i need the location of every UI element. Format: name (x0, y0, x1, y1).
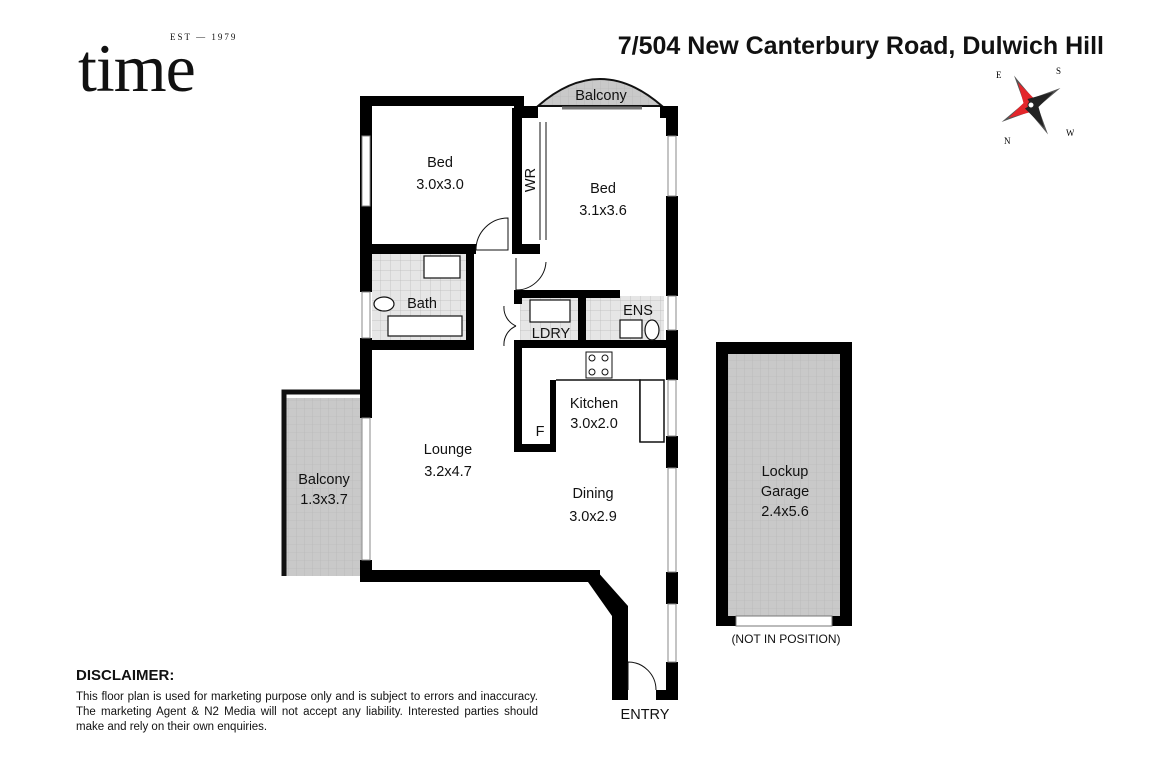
room-garage-line1: Lockup (762, 464, 809, 480)
room-balcony-top-name: Balcony (575, 88, 627, 104)
disclaimer-text: This floor plan is used for marketing pu… (76, 691, 538, 734)
room-garage-line2: Garage (761, 484, 809, 500)
room-balcony-side-name: Balcony (298, 472, 350, 488)
compass-s: S (1056, 66, 1061, 76)
room-wr-name: WR (523, 168, 539, 192)
room-fridge-name: F (536, 424, 545, 440)
room-bath-name: Bath (407, 296, 437, 312)
room-ldry-name: LDRY (532, 326, 571, 342)
compass-n: N (1004, 136, 1011, 146)
logo-wordmark: time (78, 30, 196, 106)
garage-area (716, 342, 852, 627)
entry-label: ENTRY (621, 707, 670, 723)
brand-logo: EST — 1979 time (78, 32, 238, 102)
room-garage-size: 2.4x5.6 (761, 504, 809, 520)
property-address: 7/504 New Canterbury Road, Dulwich Hill (617, 32, 1104, 60)
room-lounge-name: Lounge (424, 442, 472, 458)
compass-icon: S E W N (996, 66, 1074, 146)
room-dining-name: Dining (572, 486, 613, 502)
room-bed2-size: 3.1x3.6 (579, 203, 627, 219)
room-dining-size: 3.0x2.9 (569, 509, 617, 525)
disclaimer-title: DISCLAIMER: (76, 667, 175, 684)
compass-e: E (996, 70, 1002, 80)
garage-note: (NOT IN POSITION) (731, 632, 840, 646)
room-ens-name: ENS (623, 303, 653, 319)
balcony-top-area (535, 78, 665, 107)
room-bed1-size: 3.0x3.0 (416, 177, 464, 193)
room-bed2-name: Bed (590, 181, 616, 197)
compass-w: W (1066, 128, 1074, 138)
room-lounge-size: 3.2x4.7 (424, 464, 472, 480)
room-bed1-name: Bed (427, 155, 453, 171)
room-kitchen-name: Kitchen (570, 396, 618, 412)
room-balcony-side-size: 1.3x3.7 (300, 492, 348, 508)
balcony-side-area (286, 398, 364, 576)
logo-tagline: EST — 1979 (170, 32, 238, 42)
room-kitchen-size: 3.0x2.0 (570, 416, 618, 432)
